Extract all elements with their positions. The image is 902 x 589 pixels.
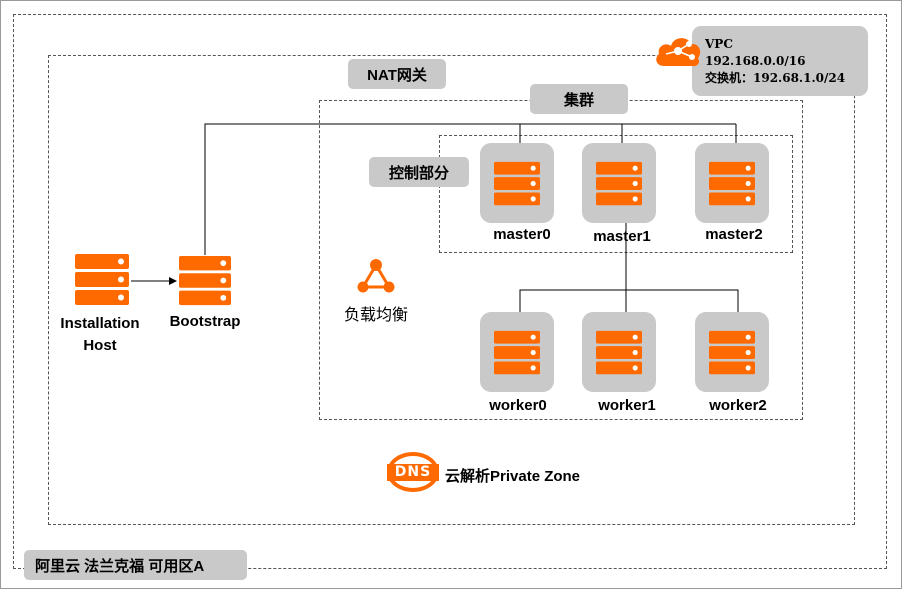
- worker2-server-icon: [709, 330, 755, 375]
- cloud-network-icon: [656, 38, 701, 67]
- master1-label: master1: [593, 228, 651, 245]
- dns-logo-text: DNS: [394, 464, 432, 480]
- worker0-server-icon: [494, 330, 540, 375]
- master0-label: master0: [493, 226, 551, 243]
- control-plane-boundary: [439, 135, 793, 253]
- vpc-title: VPC: [705, 37, 733, 51]
- worker0-label: worker0: [489, 397, 547, 414]
- master0-node: [480, 143, 554, 223]
- installation-host-server-icon: [75, 254, 129, 305]
- bootstrap-to-masters-line: [204, 123, 736, 255]
- dns-label: 云解析Private Zone: [445, 468, 581, 485]
- master1-server-icon: [596, 161, 642, 206]
- worker2-node: [695, 312, 769, 392]
- worker1-server-icon: [596, 330, 642, 375]
- dns-logo-band: DNS: [387, 464, 439, 481]
- vpc-info-box: VPC 192.168.0.0/16 交换机：192.68.1.0/24: [692, 26, 868, 96]
- cluster-label: 集群: [530, 84, 628, 114]
- vpc-cidr: 192.168.0.0/16: [705, 54, 806, 68]
- master1-node: [582, 143, 656, 223]
- nat-boundary: [48, 55, 855, 525]
- control-plane-label: 控制部分: [369, 157, 469, 187]
- vswitch-cidr: 交换机：192.68.1.0/24: [705, 71, 846, 85]
- master2-node: [695, 143, 769, 223]
- worker2-label: worker2: [709, 397, 767, 414]
- installation-host-label-line1: Installation: [60, 315, 140, 332]
- bootstrap-label: Bootstrap: [169, 313, 241, 330]
- nat-gateway-label: NAT网关: [348, 59, 446, 89]
- load-balancer-icon: [357, 259, 395, 293]
- master2-server-icon: [709, 161, 755, 206]
- master0-server-icon: [494, 161, 540, 206]
- region-boundary: [13, 14, 887, 569]
- master2-label: master2: [705, 226, 763, 243]
- worker0-node: [480, 312, 554, 392]
- installation-host-label-line2: Host: [83, 337, 117, 354]
- worker1-label: worker1: [598, 397, 656, 414]
- load-balancer-label: 负载均衡: [343, 307, 408, 324]
- region-label: 阿里云 法兰克福 可用区A: [24, 550, 247, 580]
- worker1-node: [582, 312, 656, 392]
- bootstrap-server-icon: [179, 255, 231, 306]
- dns-logo-icon: DNS: [387, 452, 439, 492]
